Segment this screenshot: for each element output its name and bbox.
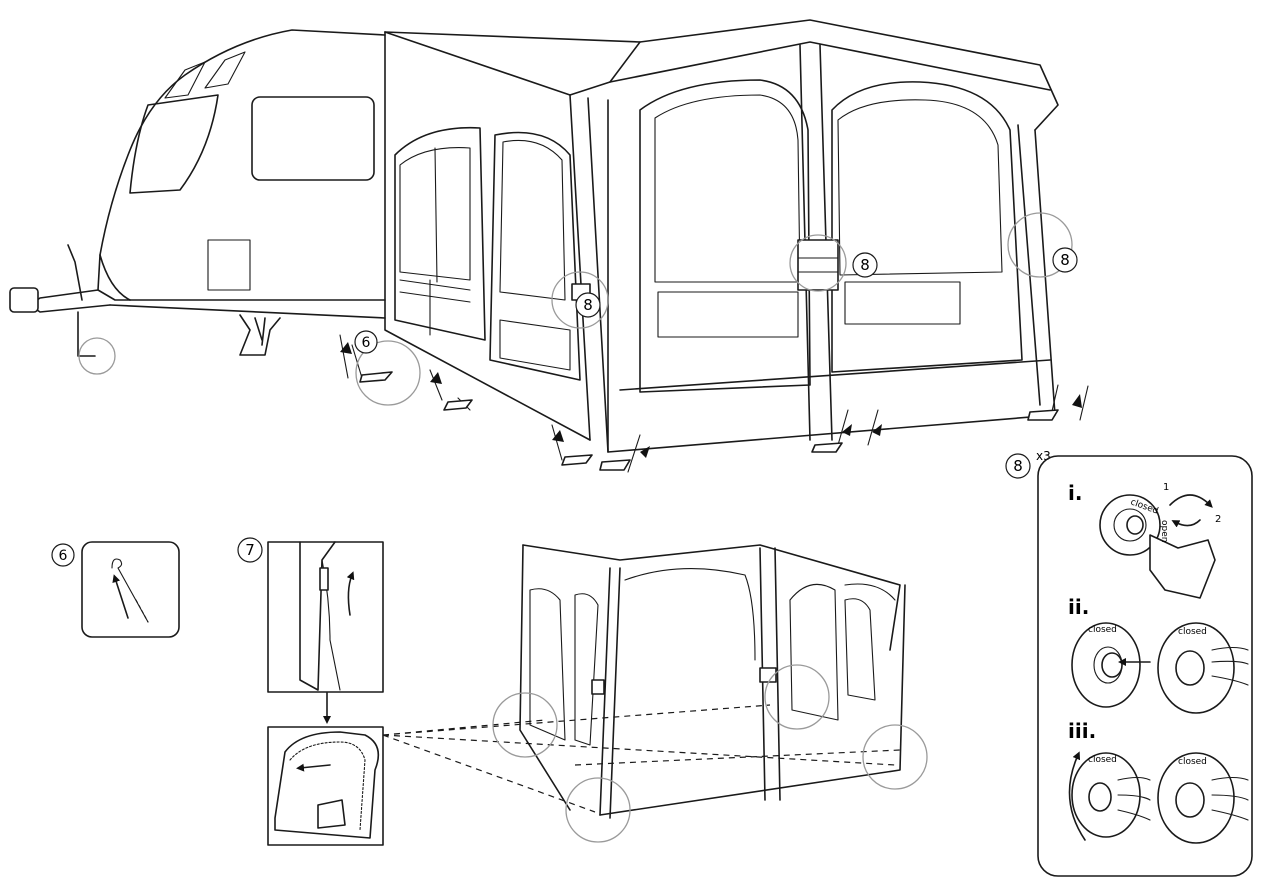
callout-valve-c: 8 (1052, 247, 1078, 273)
zip-corner-panel (267, 726, 384, 846)
svg-text:x3: x3 (1036, 449, 1051, 463)
svg-text:1: 1 (1163, 482, 1169, 493)
svg-text:8: 8 (583, 296, 593, 314)
svg-text:closed: closed (1178, 757, 1207, 767)
callout-valve-b: 8 (852, 252, 878, 278)
highlight-circles-main (78, 212, 1073, 406)
svg-text:closed: closed (1178, 627, 1207, 637)
awning (339, 19, 1089, 473)
valve-step-i: i. closed open 1 2 (1068, 481, 1221, 599)
svg-text:closed: closed (1088, 625, 1117, 635)
callout-peg-main: 6 (354, 330, 378, 354)
svg-text:iii.: iii. (1068, 719, 1096, 743)
svg-text:open: open (1159, 520, 1169, 542)
awning-rear-view (382, 544, 906, 819)
highlight-circles-rear (492, 664, 928, 843)
callout-valve-x3: 8 x3 (1005, 449, 1051, 479)
svg-text:i.: i. (1068, 481, 1082, 505)
callout-valve-a: 8 (575, 292, 601, 318)
svg-text:6: 6 (362, 335, 371, 351)
svg-text:ii.: ii. (1068, 595, 1089, 619)
svg-text:8: 8 (1013, 457, 1023, 475)
callout-zip: 7 (237, 537, 263, 563)
zip-detail-panel (267, 541, 384, 693)
svg-text:8: 8 (860, 256, 870, 274)
valve-instruction-panel (1037, 455, 1253, 877)
valve-step-ii: ii. closed closed (1068, 595, 1249, 714)
svg-text:2: 2 (1215, 514, 1221, 525)
valve-step-iii: iii. closed closed (1068, 719, 1249, 844)
caravan (9, 29, 386, 357)
svg-text:closed: closed (1088, 755, 1117, 765)
peg-detail-panel (81, 541, 180, 638)
svg-text:7: 7 (245, 541, 255, 559)
svg-text:8: 8 (1060, 251, 1070, 269)
callout-peg: 6 (51, 543, 75, 567)
svg-text:6: 6 (59, 548, 68, 564)
